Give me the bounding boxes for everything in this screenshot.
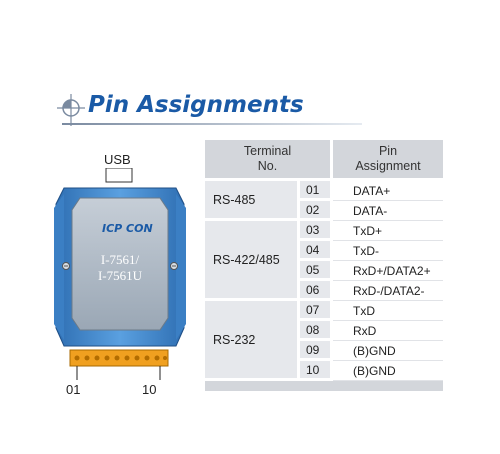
header-pin-assignment: Pin Assignment [333,140,443,181]
pin-signal: RxD+/DATA2+ [333,261,443,281]
table-row: 08 RxD [205,321,443,341]
table-row: RS-485 01 DATA+ [205,181,443,221]
pin-signal: DATA+ [333,181,443,201]
crosshair-logo-icon [57,94,85,126]
pin-assignment-table: Terminal No. Pin Assignment RS-485 01 DA… [205,140,443,391]
pin-number: 05 [300,261,333,281]
pin-number: 06 [300,281,333,301]
pin-signal: TxD [333,301,443,321]
header-terminal-no-text: Terminal No. [243,144,292,173]
model-line-1: I-7561/ [100,252,140,267]
table-row: 10 (B)GND [205,361,443,381]
group-label: RS-485 [205,181,300,221]
table-footer-bar [205,381,443,391]
table-row: 05 RxD+/DATA2+ [205,261,443,281]
pin-start-label: 01 [66,382,81,397]
pin-signal: DATA- [333,201,443,221]
pin-number: 10 [300,361,333,381]
pin-number: 02 [300,201,333,221]
device-illustration [54,168,186,380]
title-underline [62,123,362,125]
pin-signal: RxD [333,321,443,341]
group-label: RS-232 [205,301,300,381]
table-row: 06 RxD-/DATA2- [205,281,443,301]
pin-number: 08 [300,321,333,341]
pin-number: 03 [300,221,333,241]
table-row: 09 (B)GND [205,341,443,361]
header-pin-assignment-text: Pin Assignment [355,144,421,173]
pin-number: 04 [300,241,333,261]
pin-number: 07 [300,301,333,321]
pin-signal: (B)GND [333,341,443,361]
page-title: Pin Assignments [88,92,304,118]
pin-number: 01 [300,181,333,201]
table-row: 02 DATA- [205,201,443,221]
pin-end-label: 10 [142,382,157,397]
pin-signal: (B)GND [333,361,443,381]
brand-logo: ICP CON [102,222,153,235]
pin-signal: TxD- [333,241,443,261]
table-row: 04 TxD- [205,241,443,261]
usb-label: USB [104,152,131,167]
table-row: RS-422/485 03 TxD+ [205,221,443,301]
table-row: RS-232 07 TxD [205,301,443,381]
pin-signal: RxD-/DATA2- [333,281,443,301]
header-terminal-no: Terminal No. [205,140,333,181]
pin-number: 09 [300,341,333,361]
model-line-2: I-7561U [97,268,143,283]
group-label: RS-422/485 [205,221,300,301]
pin-signal: TxD+ [333,221,443,241]
